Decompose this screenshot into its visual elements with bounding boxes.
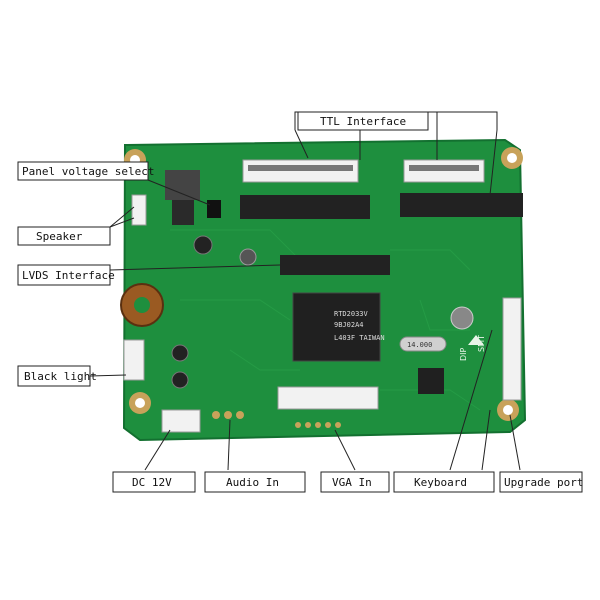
voltage-regulator — [165, 170, 200, 225]
main-chip-label-1: RTD2033V — [334, 310, 369, 318]
label-keyboard: Keyboard — [414, 476, 467, 489]
crystal: 14.000 — [399, 336, 447, 352]
toroid-inductor — [120, 283, 164, 327]
upgrade-port-connector — [502, 297, 522, 401]
vga-connector — [277, 386, 379, 428]
label-dc-12v: DC 12V — [132, 476, 172, 489]
secondary-chip — [418, 368, 444, 394]
silk-smt: SMT — [477, 335, 486, 352]
silk-dip: DIP — [459, 347, 468, 361]
lvds-header — [280, 255, 390, 275]
main-chip: RTD2033V 9BJ02A4 L403F TAIWAN — [292, 292, 385, 362]
label-audio-in: Audio In — [226, 476, 279, 489]
panel-voltage-jumper — [207, 200, 221, 218]
label-black-light: Black light — [24, 370, 97, 383]
dip-smt-silkscreen: DIP SMT — [459, 335, 486, 361]
backlight-connector — [123, 339, 145, 381]
main-chip-label-2: 9BJ02A4 — [334, 321, 364, 329]
ttl-pin-headers — [240, 193, 523, 219]
audio-in-pads — [212, 411, 244, 419]
ttl-connectors — [242, 159, 485, 183]
speaker-connector — [131, 194, 147, 226]
dc-connector — [161, 409, 201, 433]
main-chip-label-3: L403F TAIWAN — [334, 334, 385, 342]
label-panel-voltage-select: Panel voltage select — [22, 165, 154, 178]
label-ttl-interface: TTL Interface — [320, 115, 406, 128]
capacitors — [171, 235, 474, 389]
label-vga-in: VGA In — [332, 476, 372, 489]
crystal-label: 14.000 — [407, 341, 432, 349]
label-upgrade-port: Upgrade port — [504, 476, 583, 489]
label-speaker: Speaker — [36, 230, 83, 243]
callout-labels: TTL Interface Panel voltage select Speak… — [17, 111, 583, 493]
label-lvds-interface: LVDS Interface — [22, 269, 115, 282]
